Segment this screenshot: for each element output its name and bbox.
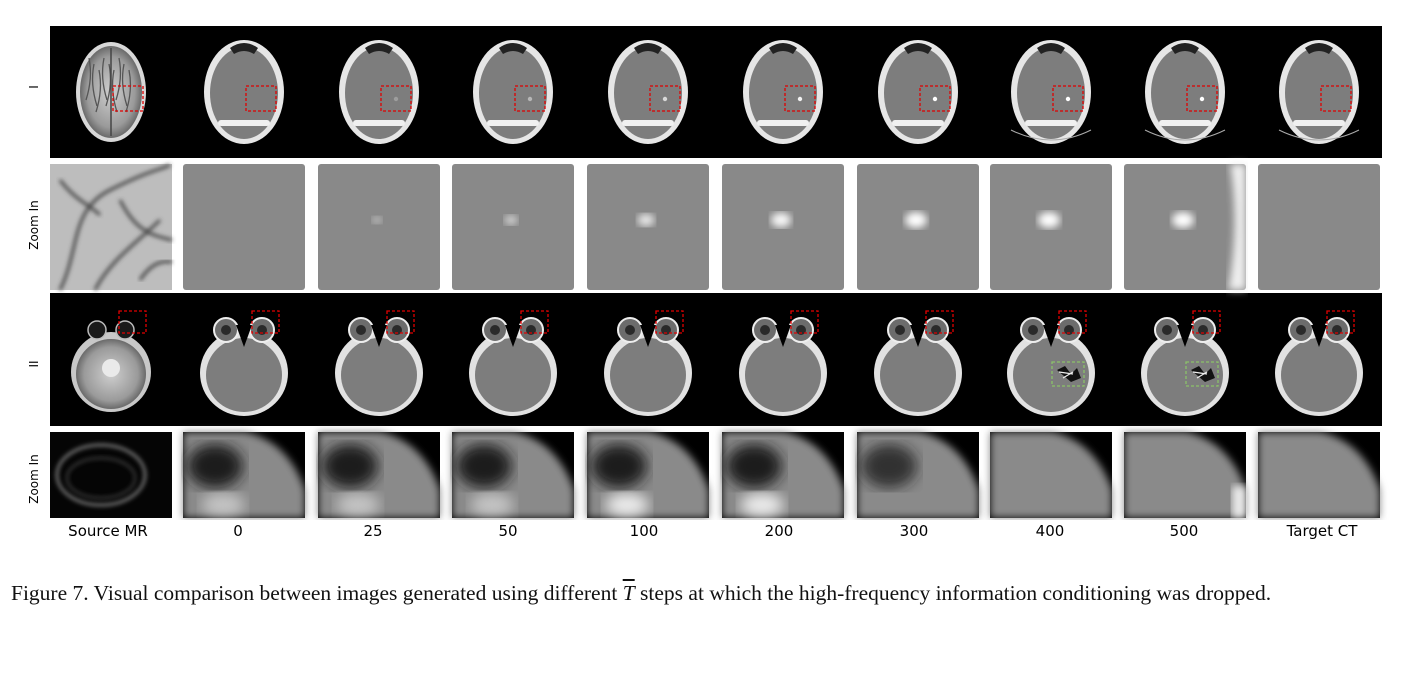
- row4-zoom-100: [587, 432, 709, 518]
- row4-zoom-0: [183, 432, 305, 518]
- row3-panel-50: [469, 310, 557, 416]
- figure-panels: [50, 26, 1382, 518]
- col-label-25: 25: [363, 522, 383, 540]
- caption-suffix: steps at which the high-frequency inform…: [634, 581, 1272, 605]
- row2-zoom-100: [587, 164, 709, 290]
- row3-panel-0: [200, 310, 288, 416]
- row1-panel-target-ct: [1278, 40, 1360, 144]
- row4-zoom-500: [1124, 432, 1246, 518]
- row3-panel-400: [1007, 310, 1095, 416]
- col-label-50: 50: [498, 522, 518, 540]
- row2-zoom-200: [722, 164, 844, 290]
- row-label-4: Zoom In: [27, 454, 41, 504]
- row2-zoom-300: [857, 164, 979, 290]
- row3-panel-25: [335, 310, 423, 416]
- caption-prefix: Figure 7. Visual comparison between imag…: [11, 581, 623, 605]
- row2-zoom-target-ct: [1258, 164, 1380, 290]
- row1-panel-source-mr: [76, 42, 146, 142]
- col-label-100: 100: [629, 522, 659, 540]
- row3-panel-500: [1141, 310, 1229, 416]
- row3-panel-100: [604, 310, 692, 416]
- row1-panel-300: [878, 40, 958, 144]
- col-label-400: 400: [1035, 522, 1065, 540]
- row2-zoom-0: [183, 164, 305, 290]
- figure-7: I Zoom In II Zoom In Source MR 0 25 50 1…: [27, 26, 1382, 540]
- row4-zoom-200: [722, 432, 844, 518]
- row2-zoom-25: [318, 164, 440, 290]
- row1-panel-0: [204, 40, 284, 144]
- row-label-2: Zoom In: [27, 200, 41, 250]
- row4-zoom-400: [990, 432, 1112, 518]
- row1-panel-25: [339, 40, 419, 144]
- row4-zoom-50: [452, 432, 574, 518]
- row1-panel-200: [743, 40, 823, 144]
- col-label-500: 500: [1169, 522, 1199, 540]
- col-label-200: 200: [764, 522, 794, 540]
- col-label-0: 0: [233, 522, 243, 540]
- col-label-source-mr: Source MR: [68, 522, 148, 540]
- row1-panel-400: [1010, 40, 1092, 144]
- row-label-3: II: [27, 360, 41, 368]
- row-label-1: I: [27, 85, 41, 89]
- row3-panel-source-mr: [71, 310, 151, 412]
- row2-zoom-50: [452, 164, 574, 290]
- row2-zoom-source-mr: [50, 163, 173, 291]
- row2-zoom-400: [990, 164, 1112, 290]
- row4-zoom-source-mr: [50, 432, 172, 518]
- row4-zoom-25: [318, 432, 440, 518]
- row3-panel-target-ct: [1275, 310, 1363, 416]
- row1-panel-500: [1144, 40, 1226, 144]
- row2-zoom-500: [1124, 164, 1246, 290]
- row3-panel-300: [874, 310, 962, 416]
- caption-symbol: T: [622, 581, 635, 605]
- row1-panel-100: [608, 40, 688, 144]
- row4-zoom-target-ct: [1258, 432, 1380, 518]
- col-label-300: 300: [899, 522, 929, 540]
- col-label-target-ct: Target CT: [1286, 522, 1358, 540]
- row1-panel-50: [473, 40, 553, 144]
- row4-zoom-300: [857, 432, 979, 518]
- row3-panel-200: [739, 310, 827, 416]
- figure-caption: Figure 7. Visual comparison between imag…: [11, 578, 1406, 609]
